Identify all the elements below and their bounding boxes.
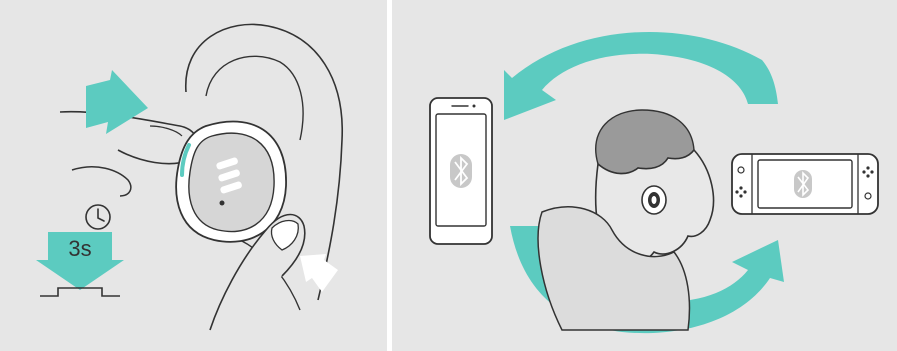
cycle-arrow-top-icon	[504, 32, 778, 120]
clock-icon	[86, 205, 110, 229]
earbud-face	[189, 133, 274, 231]
panel-press-hold: 3s	[0, 0, 387, 351]
insert-arrow-icon	[300, 254, 338, 292]
hold-duration-label: 3s	[60, 236, 100, 262]
bluetooth-icon	[794, 170, 812, 198]
press-hold-drawing	[0, 0, 387, 351]
earbud-icon	[642, 186, 666, 214]
person-head	[538, 110, 713, 330]
bluetooth-icon	[450, 154, 472, 188]
multipoint-drawing	[392, 0, 897, 351]
thumb	[72, 167, 131, 196]
panel-multipoint-connection	[392, 0, 897, 351]
